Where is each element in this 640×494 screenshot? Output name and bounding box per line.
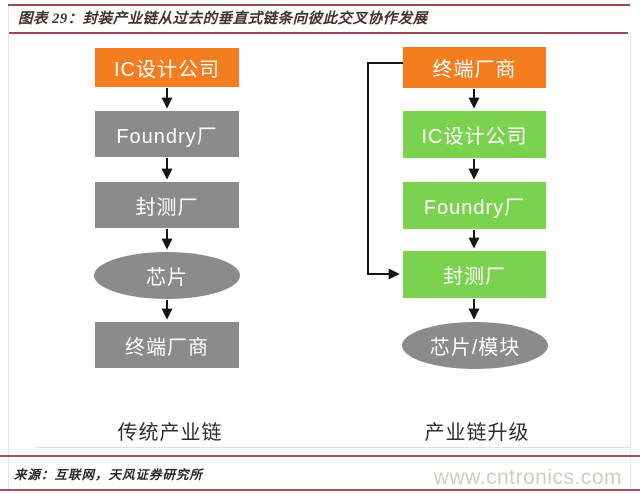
node-label: Foundry厂 (423, 197, 526, 219)
source-note: 来源：互联网，天风证券研究所 (14, 468, 204, 482)
flow-node: 终端厂商 (403, 47, 546, 88)
figure-title: 图表 29：封装产业链从过去的垂直式链条向彼此交叉协作发展 (18, 11, 428, 27)
flow-node: Foundry厂 (403, 182, 546, 229)
right-chain-caption: 产业链升级 (424, 422, 530, 444)
footer-bottom-rule (0, 489, 640, 491)
flow-node-ellipse: 芯片 (94, 252, 240, 299)
node-label: 终端厂商 (432, 59, 517, 81)
top-rule (8, 4, 630, 6)
node-label: 芯片/模块 (429, 337, 521, 359)
node-label: 封测厂 (443, 266, 506, 288)
left-chain-caption: 传统产业链 (117, 422, 223, 444)
title-underline-rule (8, 32, 628, 34)
flow-node-ellipse: 芯片/模块 (402, 322, 548, 369)
node-label: Foundry厂 (116, 125, 218, 148)
site-watermark: www.cntronics.com (433, 466, 622, 489)
flow-node: IC设计公司 (403, 111, 546, 158)
feedback-arrow (367, 62, 403, 280)
node-label: 终端厂商 (125, 336, 209, 359)
flow-node: Foundry厂 (95, 111, 239, 157)
right-page-border (630, 33, 631, 490)
diagram-bottom-border (35, 447, 630, 448)
node-label: 芯片 (146, 267, 188, 289)
node-label: IC设计公司 (114, 59, 220, 81)
flow-node: 封测厂 (403, 251, 546, 298)
flow-node: IC设计公司 (95, 48, 239, 87)
node-label: IC设计公司 (421, 126, 528, 148)
footer-top-rule (0, 455, 640, 457)
left-page-border (8, 6, 9, 490)
node-label: 封测厂 (135, 196, 199, 219)
flow-node: 封测厂 (95, 182, 239, 228)
flow-node: 终端厂商 (95, 322, 239, 368)
